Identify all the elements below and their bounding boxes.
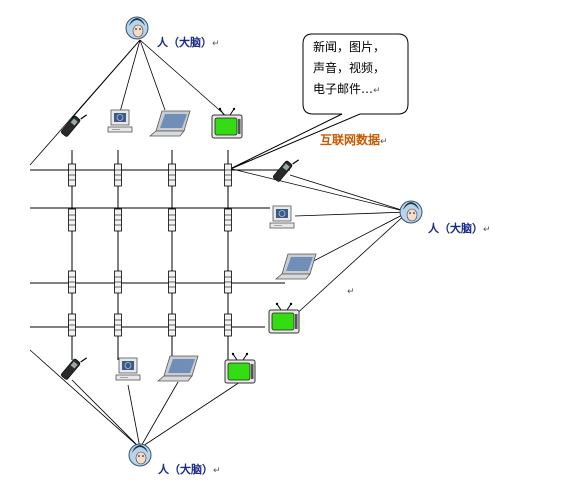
switch-icon xyxy=(114,208,122,232)
tv-icon xyxy=(211,107,243,139)
switch-icon xyxy=(224,208,232,232)
switch-icon xyxy=(68,270,76,294)
person-icon xyxy=(399,200,423,224)
person-icon xyxy=(125,16,149,40)
switch-icon xyxy=(224,163,232,187)
laptop-icon xyxy=(275,253,317,280)
computer-icon xyxy=(107,109,133,133)
switch-nodes xyxy=(68,163,232,337)
data-bubble xyxy=(227,33,409,171)
bubble-line: 声音，视频， xyxy=(313,61,386,75)
switch-icon xyxy=(224,313,232,337)
switch-icon xyxy=(114,270,122,294)
switch-icon xyxy=(168,208,176,232)
switch-icon xyxy=(168,313,176,337)
switch-icon xyxy=(168,270,176,294)
computer-icon xyxy=(269,205,295,229)
phone-icon xyxy=(59,356,88,381)
right-person-links xyxy=(227,167,409,319)
bubble-line: 新闻，图片， xyxy=(313,40,386,54)
computer-icon xyxy=(115,357,141,381)
person-label-top: 人（大脑）↵ xyxy=(157,36,220,49)
laptop-icon xyxy=(157,355,199,382)
person-label-bottom: 人（大脑）↵ xyxy=(158,463,221,476)
laptop-icon xyxy=(149,110,191,137)
bubble-text: 新闻，图片， 声音，视频， 电子邮件…↵ xyxy=(313,37,385,102)
switch-icon xyxy=(224,270,232,294)
bottom-person-links xyxy=(29,349,241,449)
switch-icon xyxy=(114,163,122,187)
tv-icon xyxy=(268,302,300,334)
switch-icon xyxy=(168,163,176,187)
top-person-links xyxy=(29,39,226,166)
tv-icon xyxy=(224,352,256,384)
switch-icon xyxy=(68,163,76,187)
stray-return-mark: ↵ xyxy=(347,287,355,297)
person-icon xyxy=(128,443,152,467)
bubble-line: 电子邮件…↵ xyxy=(313,82,381,96)
person-label-right: 人（大脑）↵ xyxy=(428,222,491,235)
internet-data-label: 互联网数据↵ xyxy=(320,133,388,147)
switch-icon xyxy=(68,313,76,337)
switch-icon xyxy=(68,208,76,232)
switch-icon xyxy=(114,313,122,337)
